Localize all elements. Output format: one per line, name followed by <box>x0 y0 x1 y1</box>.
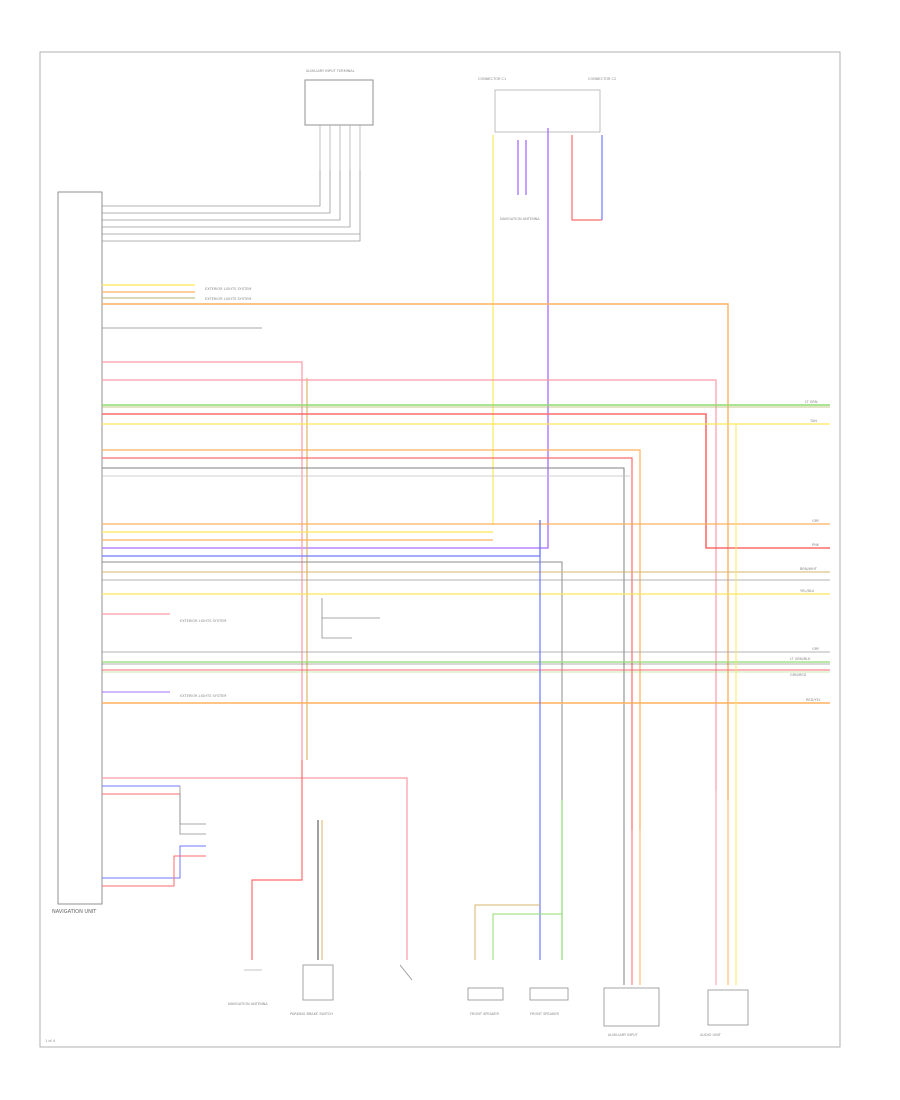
c1-label: CONNECTOR C1 <box>478 77 506 81</box>
module-label: NAVIGATION UNIT <box>52 909 97 915</box>
parking-brake-switch: PARKING BRAKE SWITCH <box>290 964 413 1016</box>
navigation-antenna-bottom: NAVIGATION ANTENNA <box>228 969 268 1006</box>
front-speaker-left: FRONT SPEAKER <box>467 987 504 1016</box>
bottom-label-speaker-l: FRONT SPEAKER <box>470 1012 500 1016</box>
right-label-7: LT GRN/BLK <box>790 657 811 661</box>
note-exterior-2: EXTERIOR LIGHTS SYSTEM <box>205 297 251 301</box>
diagram-frame <box>39 51 841 1048</box>
navigation-antenna-label: NAVIGATION ANTENNA <box>500 217 540 221</box>
bottom-label-audio: AUDIO UNIT <box>700 1033 722 1037</box>
right-label-6: GRY <box>812 647 820 651</box>
note-exterior-1: EXTERIOR LIGHTS SYSTEM <box>205 287 251 291</box>
right-label-0: LT GRN <box>805 400 818 404</box>
auxiliary-input: AUXILIARY INPUT <box>603 987 660 1037</box>
right-label-8: GRN/RED <box>790 673 807 677</box>
right-label-1: TAN <box>809 419 817 423</box>
top-bus-wires <box>102 170 361 242</box>
note-exterior-3: EXTERIOR LIGHTS SYSTEM <box>180 619 226 623</box>
c2-label: CONNECTOR C2 <box>588 77 616 81</box>
right-label-3: PNK <box>812 543 820 547</box>
right-label-5: YEL/BLU <box>800 589 815 593</box>
wire-red-long-1 <box>102 379 717 790</box>
top-connector-label: AUXILIARY INPUT TERMINAL <box>306 69 355 73</box>
module-box <box>57 191 103 905</box>
wire-red-top <box>571 135 602 221</box>
right-label-2: GRY <box>812 519 820 523</box>
wire-red-main <box>102 413 830 549</box>
note-exterior-4: EXTERIOR LIGHTS SYSTEM <box>180 694 226 698</box>
wire-orange-top <box>102 303 729 800</box>
c1-connector: CONNECTOR C1 CONNECTOR C2 <box>478 77 616 133</box>
bottom-label-brake: PARKING BRAKE SWITCH <box>290 1012 333 1016</box>
wire-violet-bundle <box>102 128 549 549</box>
right-label-9: RED/YEL <box>806 698 821 702</box>
bottom-label-speaker-r: FRONT SPEAKER <box>530 1012 560 1016</box>
page-mark: 1 of 4 <box>45 1039 56 1043</box>
bottom-label-aux: AUXILIARY INPUT <box>608 1033 639 1037</box>
bottom-label-antenna: NAVIGATION ANTENNA <box>228 1002 268 1006</box>
navigation-unit: NAVIGATION UNIT <box>52 191 103 915</box>
wire-pink <box>102 361 303 760</box>
right-label-4: BRN/WHT <box>800 567 818 571</box>
top-connector: AUXILIARY INPUT TERMINAL <box>304 69 374 170</box>
front-speaker-right: FRONT SPEAKER <box>529 987 569 1016</box>
audio-unit: AUDIO UNIT <box>700 989 749 1037</box>
